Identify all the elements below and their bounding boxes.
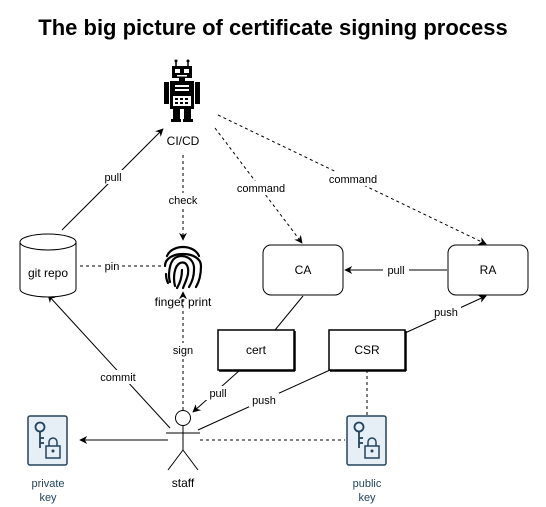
fingerprint-label: finger print <box>155 295 212 309</box>
label-pull-cert: pull <box>209 388 226 400</box>
label-commit: commit <box>100 372 135 384</box>
cert-label: cert <box>246 343 267 357</box>
private-key-label-line1: private <box>31 478 64 490</box>
label-command-ca: command <box>237 183 285 195</box>
label-push-csr: push <box>434 307 458 319</box>
private-key-label-line2: key <box>39 492 57 504</box>
robot-icon <box>164 59 200 122</box>
cert-document <box>217 329 296 372</box>
ca-box <box>262 244 344 296</box>
ra-box <box>447 244 529 296</box>
public-key-label-line2: key <box>358 492 376 504</box>
public-key-label-line1: public <box>353 478 382 490</box>
git-repo-database-icon <box>19 233 77 298</box>
label-pin: pin <box>105 261 120 273</box>
git-repo-label: git repo <box>28 266 68 280</box>
csr-label: CSR <box>354 343 380 357</box>
csr-document <box>328 329 407 372</box>
staff-person-icon <box>166 410 200 471</box>
staff-label: staff <box>172 476 195 490</box>
label-push-staff: push <box>252 395 276 407</box>
edge-commit <box>47 294 171 429</box>
ca-label: CA <box>295 263 312 277</box>
public-key-icon <box>346 415 387 466</box>
fingerprint-icon <box>163 245 203 290</box>
diagram-title: The big picture of certificate signing p… <box>38 15 507 40</box>
edge-ca-cert <box>274 295 304 331</box>
label-command-ra: command <box>329 174 377 186</box>
label-pull-ra-ca: pull <box>387 265 404 277</box>
label-pull-git: pull <box>104 172 121 184</box>
label-check: check <box>169 195 198 207</box>
edge-command-ra <box>217 114 487 245</box>
ra-label: RA <box>480 263 497 277</box>
label-sign: sign <box>173 345 193 357</box>
cicd-label: CI/CD <box>167 134 200 148</box>
private-key-icon <box>27 415 68 466</box>
